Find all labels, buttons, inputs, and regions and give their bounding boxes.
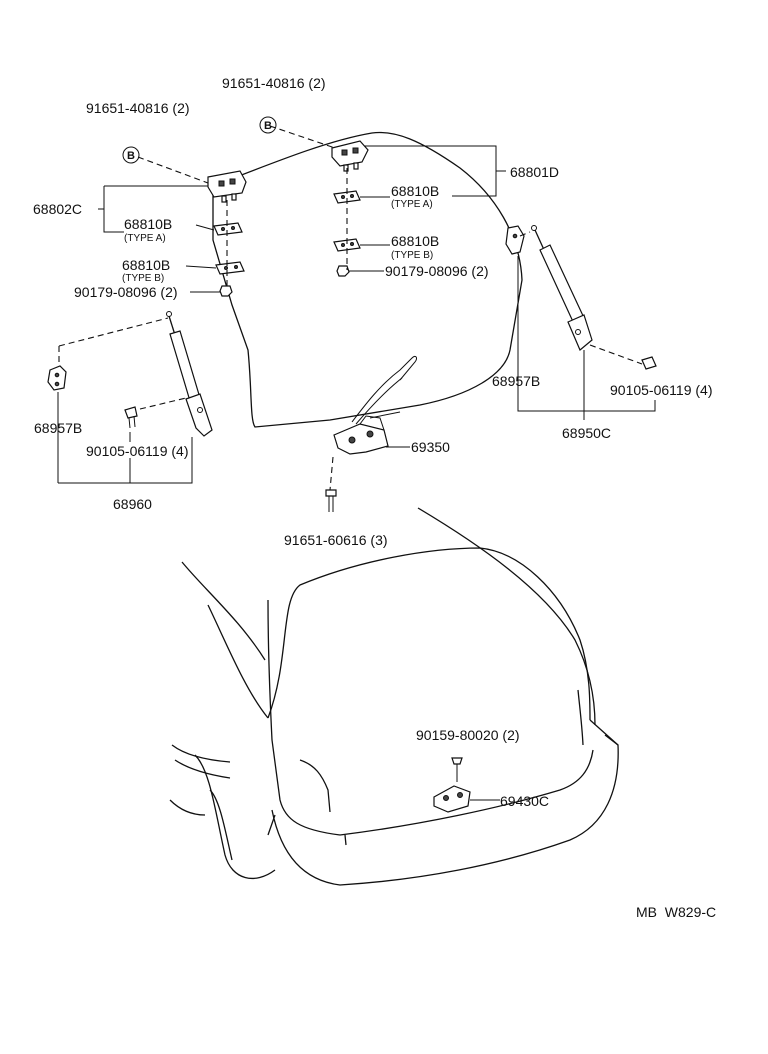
label-plate-left-b: 68810B <box>122 257 170 273</box>
left-nut <box>219 285 233 297</box>
left-stay-bolt <box>124 406 138 429</box>
left-bracket-68957b <box>47 365 67 391</box>
striker-screw <box>451 757 463 782</box>
label-bolt-right: 90105-06119 (4) <box>610 382 712 398</box>
left-hinge <box>207 170 247 203</box>
right-gas-stay <box>531 225 593 351</box>
vehicle-rear-body <box>169 507 619 886</box>
back-door-lock <box>333 355 417 455</box>
label-hinge-right: 68801D <box>510 164 559 180</box>
label-bolt-b-right: 91651-40816 (2) <box>222 75 326 91</box>
label-striker: 69430C <box>500 793 549 809</box>
label-plate-left-a-type: (TYPE A) <box>124 233 166 244</box>
lock-bolt <box>325 489 337 512</box>
label-bolt-b-left: 91651-40816 (2) <box>86 100 190 116</box>
svg-text:B: B <box>127 150 135 162</box>
back-door-outline <box>212 131 523 428</box>
label-lock-bolt: 91651-60616 (3) <box>284 532 388 548</box>
label-nut-left: 90179-08096 (2) <box>74 284 178 300</box>
left-plate-type-b <box>215 261 245 275</box>
label-plate-right-b-type: (TYPE B) <box>391 250 433 261</box>
label-bracket-left: 68957B <box>34 420 82 436</box>
label-bolt-left: 90105-06119 (4) <box>86 443 188 459</box>
label-plate-right-a-type: (TYPE A) <box>391 199 433 210</box>
bubble-b-left: B <box>122 146 140 164</box>
label-nut-right: 90179-08096 (2) <box>385 263 489 279</box>
bracket-68802c <box>103 185 208 233</box>
bubble-b-right: B <box>259 116 277 134</box>
left-gas-stay <box>166 311 213 437</box>
label-hinge-left: 68802C <box>33 201 82 217</box>
label-bracket-right: 68957B <box>492 373 540 389</box>
reference-code: MB W829-C <box>636 904 716 920</box>
label-plate-left-a: 68810B <box>124 216 172 232</box>
label-striker-screw: 90159-80020 (2) <box>416 727 520 743</box>
right-plate-type-a <box>333 190 361 204</box>
svg-text:B: B <box>264 120 272 132</box>
back-door-striker <box>433 785 471 813</box>
label-stay-left: 68960 <box>113 496 152 512</box>
right-plate-type-b <box>333 238 361 252</box>
bracket-68950c <box>517 256 656 412</box>
label-plate-left-b-type: (TYPE B) <box>122 273 164 284</box>
label-plate-right-a: 68810B <box>391 183 439 199</box>
right-hinge <box>331 140 369 172</box>
bracket-68960 <box>58 437 193 484</box>
label-lock: 69350 <box>411 439 450 455</box>
label-stay-right: 68950C <box>562 425 611 441</box>
right-stay-bolt <box>641 356 657 370</box>
right-bracket-68957b <box>505 225 525 255</box>
left-plate-type-a <box>213 222 243 236</box>
label-plate-right-b: 68810B <box>391 233 439 249</box>
right-nut <box>336 265 350 277</box>
